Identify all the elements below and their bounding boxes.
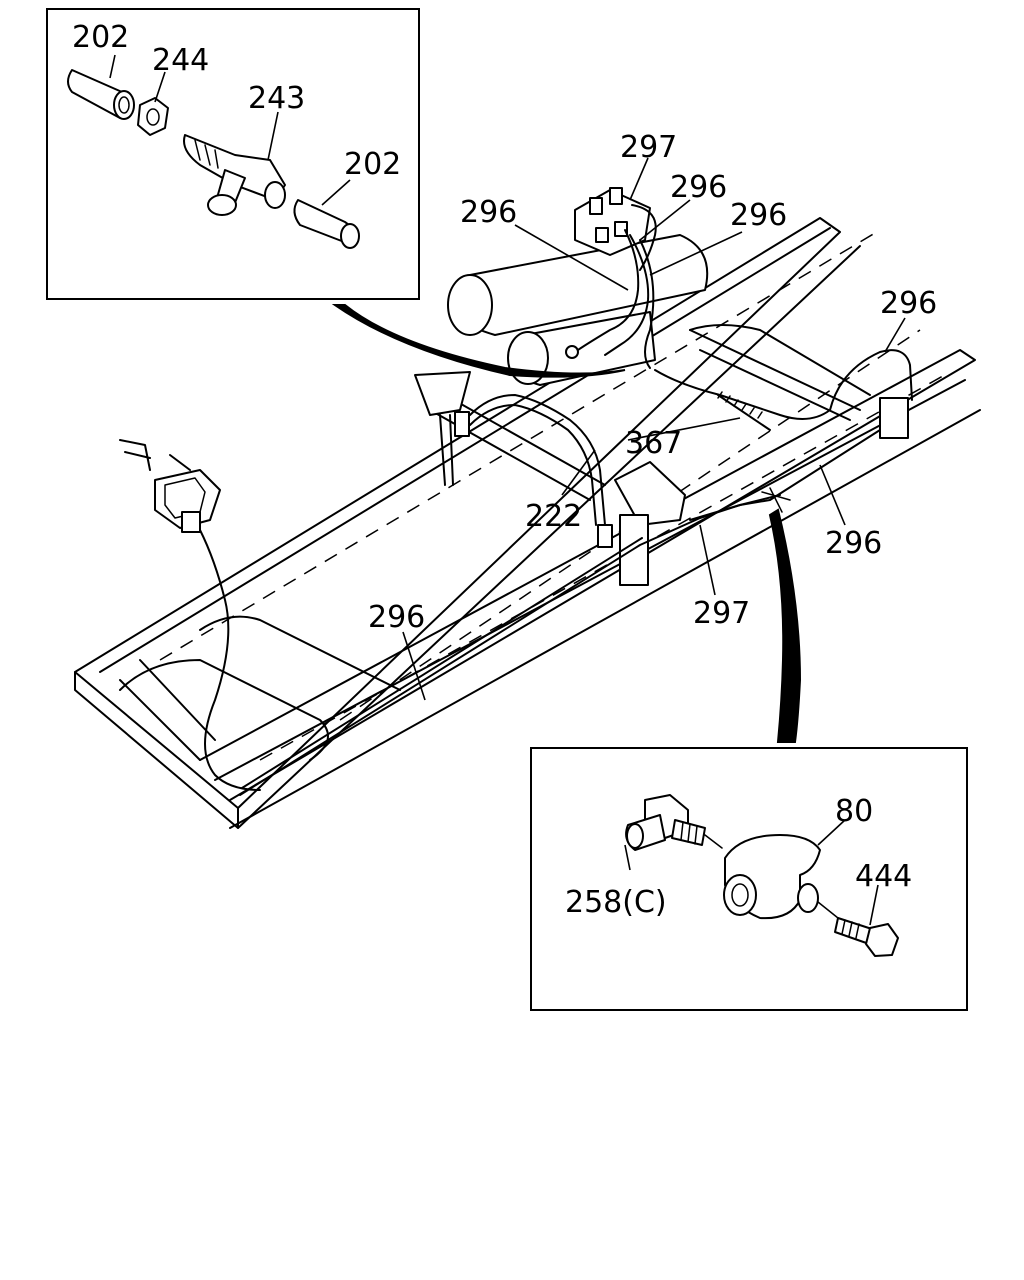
level-sensor (119, 439, 221, 533)
label-243: 243 (248, 81, 305, 116)
hose-367-ribs (717, 391, 763, 419)
leader-296-a (514, 224, 629, 291)
brackets (414, 371, 909, 586)
sensor-connector (181, 511, 201, 533)
label-202-inset-left: 202 (72, 20, 129, 55)
inset-bottom-frame (530, 747, 968, 1011)
bracket-left-post-2 (449, 414, 454, 486)
leader-296-center (402, 631, 426, 701)
valve-port-2 (609, 187, 623, 205)
sensor-connector-wires (119, 439, 191, 471)
label-297-lower: 297 (693, 596, 750, 631)
label-444: 444 (855, 859, 912, 894)
label-258c: 258(C) (565, 885, 667, 920)
inset-top-leaders (109, 54, 351, 206)
leader-296-lower-right (819, 464, 846, 526)
cross-member-mid (199, 615, 401, 691)
tee-243 (183, 134, 286, 216)
label-296-right: 296 (880, 286, 937, 321)
inset-bottom-connectors (704, 834, 839, 919)
cross-member-rear (119, 659, 216, 761)
tee-80 (723, 834, 821, 920)
label-296-center: 296 (368, 600, 425, 635)
elbow-258c (625, 794, 706, 851)
right-rail-inner (214, 379, 966, 781)
sensor-cable (199, 529, 261, 791)
label-296-mid: 296 (730, 198, 787, 233)
hoses (199, 204, 913, 796)
inset-top-left (46, 8, 626, 378)
chassis-frame (74, 217, 981, 829)
cross-member-rear-curve (119, 659, 329, 761)
label-367: 367 (625, 426, 682, 461)
right-rail-top (199, 349, 976, 801)
leader-222 (561, 449, 596, 496)
pipe-222 (469, 394, 606, 526)
air-tank-upper-end (447, 274, 493, 336)
hidden-line-1 (159, 229, 881, 661)
valve-port-1 (589, 197, 603, 215)
leader-297-lower (699, 524, 716, 596)
leader-296-b (639, 199, 691, 241)
hose-296-a (574, 229, 640, 353)
label-222: 222 (525, 499, 582, 534)
label-202-inset-right: 202 (344, 147, 401, 182)
valve-port-3 (595, 227, 609, 243)
nut-244 (137, 97, 169, 136)
inset-top-pointer (331, 304, 626, 378)
bracket-left (414, 371, 471, 416)
valve-port-4 (614, 221, 628, 237)
leader-367 (627, 417, 741, 441)
left-rail-top (74, 217, 841, 809)
leader-296-c (649, 231, 743, 276)
label-297-top: 297 (620, 130, 677, 165)
hose-end-fitting (565, 345, 579, 359)
label-80: 80 (835, 794, 873, 829)
cross-member-front (689, 329, 861, 421)
fitting-202-left (67, 69, 135, 120)
air-tanks (447, 234, 709, 386)
inset-top-frame (46, 8, 420, 300)
inset-bottom-pointer (768, 508, 802, 743)
left-rail-inner (99, 227, 831, 673)
pipe-297-lower (689, 494, 781, 521)
tee-fitting-lower (761, 487, 791, 513)
label-296-lower-right: 296 (825, 526, 882, 561)
bolt-444 (834, 917, 899, 957)
fitting-202-right (293, 199, 360, 249)
left-rail-end (74, 671, 239, 829)
inset-bottom-leaders (624, 819, 879, 926)
cross-member-front-curve (689, 324, 871, 396)
label-244: 244 (152, 43, 209, 78)
leader-297-top (629, 157, 649, 201)
pipe-222-fitting (597, 524, 613, 548)
bracket-left-post (439, 414, 446, 486)
label-296-left: 296 (460, 195, 517, 230)
hose-297-top (631, 204, 657, 271)
pipe-222-fitting-left (454, 411, 470, 437)
pipe-296-center-b (241, 537, 643, 789)
bracket-front-right (879, 397, 909, 439)
hose-296-right (654, 349, 913, 420)
hose-296-b (639, 239, 655, 369)
pipe-222-b (469, 404, 597, 526)
inset-bottom-right (530, 508, 968, 1011)
leader-296-right (884, 317, 906, 353)
label-296-upper: 296 (670, 170, 727, 205)
hose-296-a2 (604, 234, 650, 356)
right-rail-bottom (229, 409, 981, 829)
